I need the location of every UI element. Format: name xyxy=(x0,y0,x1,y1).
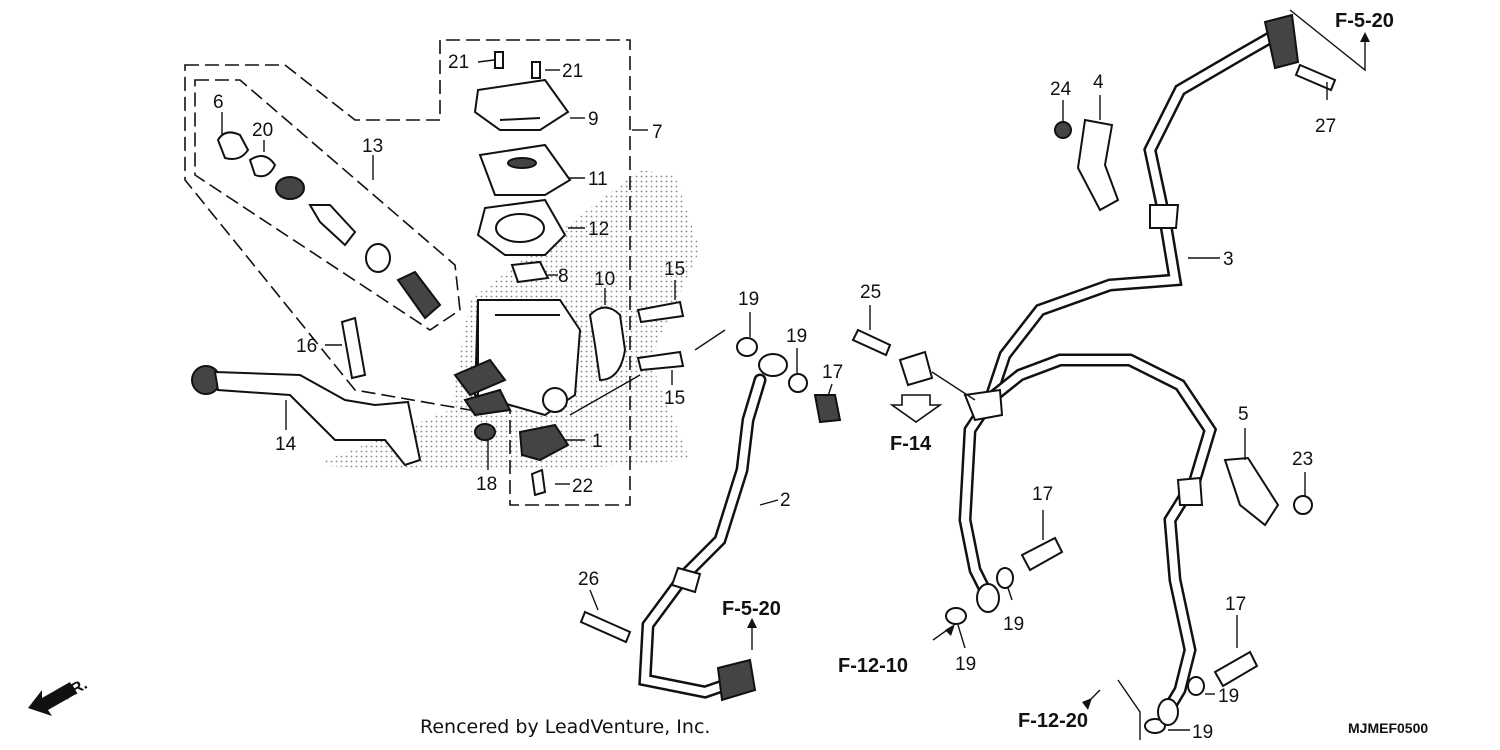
master-cylinder-body xyxy=(453,299,582,417)
group-outline-13 xyxy=(184,39,631,506)
callout-17: 17 xyxy=(1225,594,1246,615)
bolt-17a xyxy=(813,394,842,424)
callout-10: 10 xyxy=(594,269,615,290)
callout-27: 27 xyxy=(1315,116,1336,137)
washer-19f xyxy=(1144,718,1166,734)
bolt-17b xyxy=(1020,536,1064,572)
nut-18 xyxy=(474,423,496,441)
arrow-icon xyxy=(1082,698,1092,710)
callout-19: 19 xyxy=(1218,686,1239,707)
callout-6: 6 xyxy=(213,92,224,113)
bolt-15b xyxy=(636,350,685,372)
callout-12: 12 xyxy=(588,219,609,240)
washer-19d xyxy=(945,607,967,625)
callout-24: 24 xyxy=(1050,79,1072,100)
callout-14: 14 xyxy=(275,434,297,455)
pivot-bolt xyxy=(340,316,367,380)
callout-25: 25 xyxy=(860,282,881,303)
brake-hose-2 xyxy=(638,353,788,702)
screw-21a xyxy=(494,51,504,69)
callout-19: 19 xyxy=(786,326,807,347)
callout-15: 15 xyxy=(664,388,685,409)
callout-23: 23 xyxy=(1292,449,1313,470)
hose-clamp-4 xyxy=(1076,118,1120,212)
brake-lever xyxy=(191,365,422,467)
callout-22: 22 xyxy=(572,476,593,497)
callout-20: 20 xyxy=(252,120,273,141)
screw-21b xyxy=(531,61,541,79)
washer-19c xyxy=(996,567,1014,589)
brake-hose-branch xyxy=(963,353,1218,726)
callout-1: 1 xyxy=(592,431,603,452)
leader-lines xyxy=(221,9,1366,740)
piston-kit xyxy=(216,131,442,320)
diaphragm-plate xyxy=(478,143,572,196)
callout-15: 15 xyxy=(664,259,685,280)
callout-19: 19 xyxy=(1192,722,1213,743)
hose-clamp-5 xyxy=(1223,456,1280,527)
nut-23 xyxy=(1293,495,1313,515)
callout-17: 17 xyxy=(822,362,843,383)
callout-3: 3 xyxy=(1223,249,1234,270)
washer-19e xyxy=(1187,676,1205,696)
callout-13: 13 xyxy=(362,136,383,157)
callout-21: 21 xyxy=(448,52,469,73)
group-outline-seal-kit xyxy=(194,79,461,331)
callout-9: 9 xyxy=(588,109,599,130)
callout-21: 21 xyxy=(562,61,583,82)
brake-hose-3 xyxy=(958,13,1300,613)
credit-text: Rencered by LeadVenture, Inc. xyxy=(420,716,710,738)
callout-17: 17 xyxy=(1032,484,1053,505)
ref-f-5-20-mid: F-5-20 xyxy=(722,598,781,620)
ref-f-12-20: F-12-20 xyxy=(1018,710,1088,732)
ref-f-5-20-top: F-5-20 xyxy=(1335,10,1394,32)
bolt-27 xyxy=(1294,63,1337,92)
holder-clamp xyxy=(588,306,627,382)
front-direction-arrow-icon xyxy=(28,682,76,716)
callout-16: 16 xyxy=(296,336,317,357)
bolt-26 xyxy=(579,610,632,644)
bolt-24 xyxy=(1054,121,1072,139)
callout-26: 26 xyxy=(578,569,599,590)
callout-19: 19 xyxy=(1003,614,1024,635)
ref-f-12-10: F-12-10 xyxy=(838,655,908,677)
joint-bracket xyxy=(898,350,934,387)
screw-22 xyxy=(530,468,547,497)
bolt-17c xyxy=(1213,650,1259,688)
washer-19a xyxy=(736,337,758,357)
callout-5: 5 xyxy=(1238,404,1249,425)
arrow-icon xyxy=(1360,32,1370,42)
callout-18: 18 xyxy=(476,474,497,495)
arrow-icon xyxy=(747,618,757,628)
bolt-25 xyxy=(851,328,892,357)
reservoir-cap xyxy=(473,78,570,131)
switch-assembly xyxy=(518,423,570,462)
diagram-code: MJMEF0500 xyxy=(1348,720,1428,736)
callout-11: 11 xyxy=(588,169,608,190)
arrow-icon xyxy=(945,624,955,636)
diaphragm xyxy=(476,198,567,256)
float-plate xyxy=(510,260,550,284)
arrow-icon xyxy=(889,394,943,423)
callout-8: 8 xyxy=(558,266,569,287)
callout-4: 4 xyxy=(1093,72,1104,93)
callout-2: 2 xyxy=(780,490,791,511)
ref-f-14: F-14 xyxy=(890,433,932,455)
bolt-15a xyxy=(636,300,685,324)
washer-19b xyxy=(788,373,808,393)
callout-7: 7 xyxy=(652,122,663,143)
callout-19: 19 xyxy=(955,654,976,675)
callout-19: 19 xyxy=(738,289,759,310)
